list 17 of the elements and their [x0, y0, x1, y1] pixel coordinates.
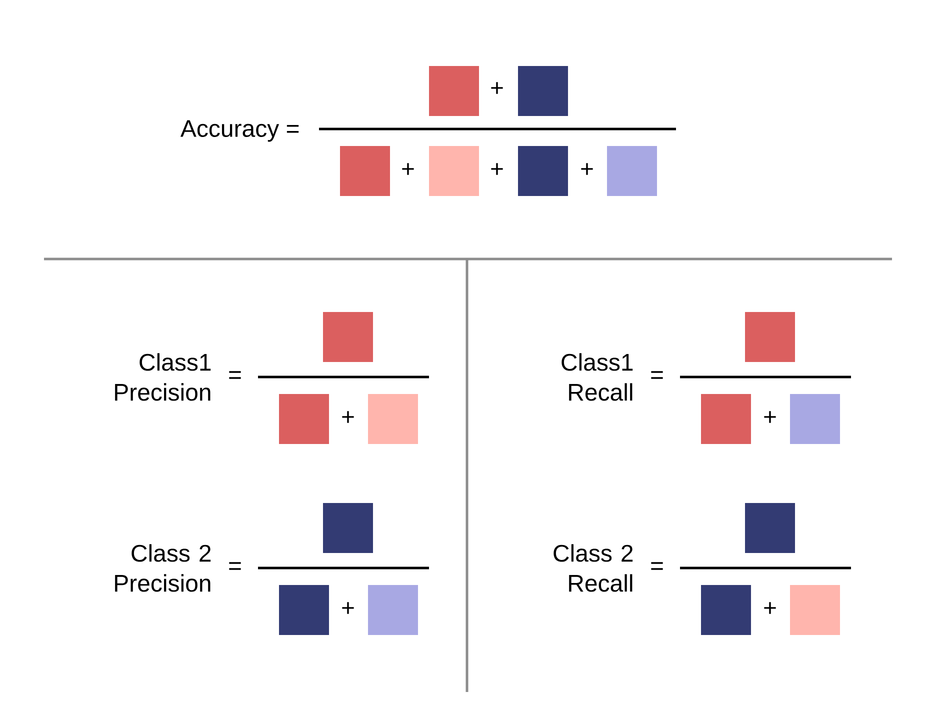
- plus-sign: +: [764, 411, 776, 423]
- metric-name: Class1 Precision: [115, 353, 211, 401]
- plus-sign: +: [491, 163, 503, 175]
- metric-name: Class 2 Recall: [554, 544, 633, 592]
- equals-sign: =: [651, 371, 663, 379]
- metric-name: Accuracy =: [180, 120, 299, 142]
- plus-sign: +: [491, 82, 503, 94]
- metric-name: Class1 Recall: [562, 353, 633, 401]
- plus-sign: +: [764, 602, 776, 614]
- metric-name: Class 2 Precision: [115, 544, 211, 592]
- plus-sign: +: [342, 602, 354, 614]
- equals-sign: =: [229, 371, 241, 379]
- plus-sign: +: [402, 163, 414, 175]
- equals-sign: =: [229, 562, 241, 570]
- plus-sign: +: [342, 411, 354, 423]
- plus-sign: +: [581, 163, 593, 175]
- equals-sign: =: [651, 562, 663, 570]
